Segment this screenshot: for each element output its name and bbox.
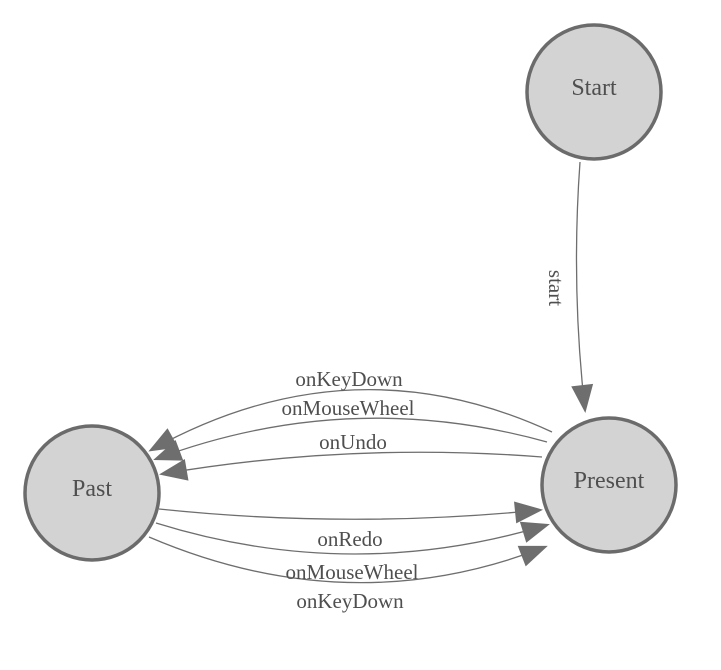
state-circle-past[interactable] <box>23 424 161 562</box>
transition-present-to-past-onkeydown[interactable] <box>148 389 553 452</box>
transition-past-to-present-onmousewheel[interactable] <box>155 521 550 555</box>
transition-label-present-to-past-onkeydown: onKeyDown <box>295 367 403 391</box>
transition-label-present-to-past-onundo: onUndo <box>319 430 387 454</box>
transition-past-to-present-onredo[interactable] <box>158 501 543 524</box>
state-label-past: Past <box>72 476 112 502</box>
state-circle-present[interactable] <box>540 416 678 554</box>
transition-label-present-to-past-onmousewheel: onMouseWheel <box>282 396 415 420</box>
state-label-start: Start <box>571 75 617 101</box>
transition-label-past-to-present-onmousewheel: onMouseWheel <box>286 560 419 584</box>
transition-label-past-to-present-onredo: onRedo <box>317 527 382 551</box>
transition-label-start-to-present-start: start <box>544 270 568 306</box>
transition-present-to-past-onmousewheel[interactable] <box>153 417 548 461</box>
state-node-past[interactable]: Past <box>23 424 161 562</box>
transition-present-to-past-onundo[interactable] <box>159 451 543 481</box>
edge-labels-layer: start onKeyDown onMouseWheel onUndo onRedo on… <box>282 270 568 613</box>
state-circle-start[interactable] <box>525 23 663 161</box>
state-label-present: Present <box>574 468 645 494</box>
state-node-start[interactable]: Start <box>525 23 663 161</box>
state-node-present[interactable]: Present <box>540 416 678 554</box>
transition-label-past-to-present-onkeydown: onKeyDown <box>296 589 404 613</box>
transition-start-to-present-start[interactable] <box>571 161 594 413</box>
edges-layer <box>148 161 594 584</box>
transition-past-to-present-onkeydown[interactable] <box>148 536 548 584</box>
